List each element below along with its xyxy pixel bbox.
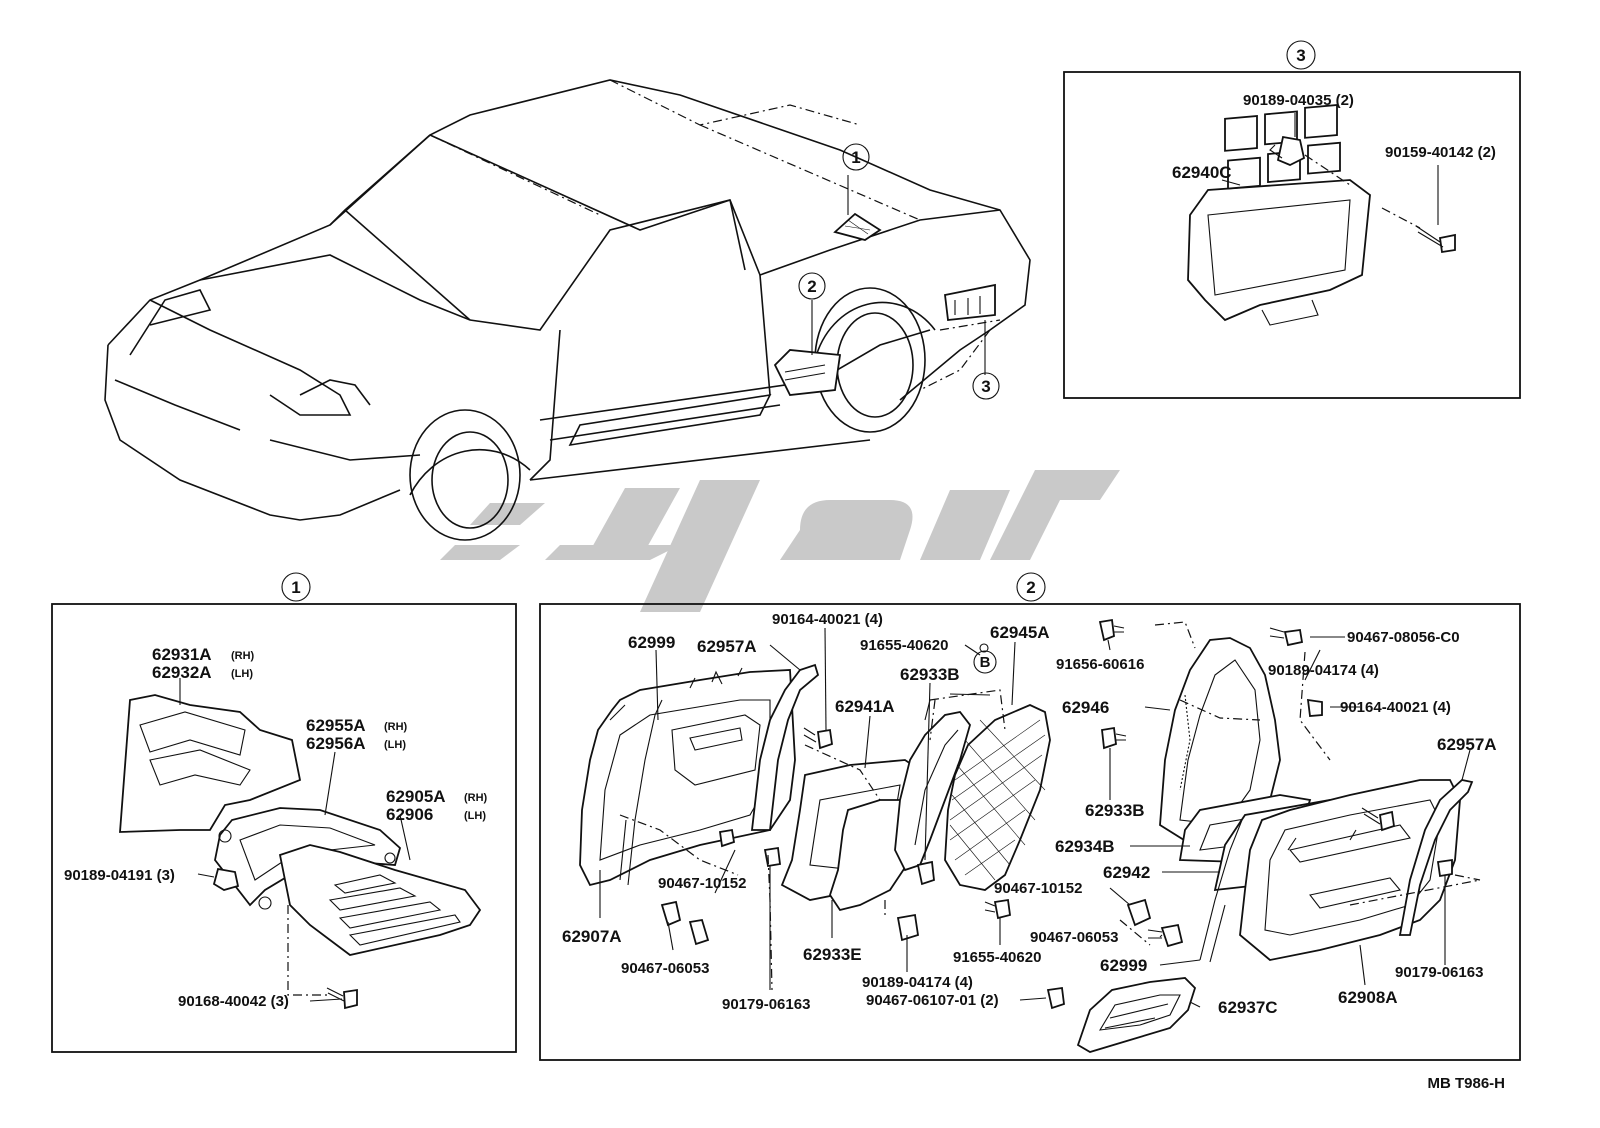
label-62906-lh: (LH) xyxy=(464,810,486,822)
panel-1: 1 xyxy=(51,572,517,1053)
label-90189-04035: 90189-04035 (2) xyxy=(1243,92,1354,109)
label-62932A-lh: (LH) xyxy=(231,668,253,680)
panel-3: 3 xyxy=(1063,40,1521,399)
label-62937C: 62937C xyxy=(1218,998,1278,1017)
label-62908A: 62908A xyxy=(1338,988,1398,1007)
label-90467-10152-right: 90467-10152 xyxy=(994,880,1082,897)
label-62955A: 62955A xyxy=(306,716,366,735)
panel-2: 2 xyxy=(539,572,1521,1061)
label-90467-06053-right: 90467-06053 xyxy=(1030,929,1118,946)
label-62905A: 62905A xyxy=(386,787,446,806)
callout-2-car: 2 xyxy=(807,277,816,296)
label-62957A-right: 62957A xyxy=(1437,735,1497,754)
label-62906: 62906 xyxy=(386,805,433,824)
label-62933E: 62933E xyxy=(803,945,862,964)
label-62942: 62942 xyxy=(1103,863,1150,882)
label-62999-bottom: 62999 xyxy=(1100,956,1147,975)
callout-3-panel: 3 xyxy=(1296,46,1305,65)
label-62931A: 62931A xyxy=(152,645,212,664)
label-62907A: 62907A xyxy=(562,927,622,946)
label-90467-06107-01: 90467-06107-01 (2) xyxy=(866,992,999,1009)
label-62957A-left: 62957A xyxy=(697,637,757,656)
label-62956A: 62956A xyxy=(306,734,366,753)
watermark-logo xyxy=(440,470,1120,612)
callout-1-car: 1 xyxy=(851,148,860,167)
label-90189-04174-bottom: 90189-04174 (4) xyxy=(862,974,973,991)
label-91655-40620-top: 91655-40620 xyxy=(860,637,948,654)
label-62933B-top: 62933B xyxy=(900,665,960,684)
label-62931A-rh: (RH) xyxy=(231,650,255,662)
callout-b: B xyxy=(980,654,991,671)
label-62956A-lh: (LH) xyxy=(384,739,406,751)
label-90179-06163-left: 90179-06163 xyxy=(722,996,810,1013)
car-illustration xyxy=(104,79,1031,541)
callout-3-car: 3 xyxy=(981,377,990,396)
label-90189-04174-right: 90189-04174 (4) xyxy=(1268,662,1379,679)
label-62941A: 62941A xyxy=(835,697,895,716)
label-62933B-right: 62933B xyxy=(1085,801,1145,820)
label-90159-40142: 90159-40142 (2) xyxy=(1385,144,1496,161)
callout-2-panel: 2 xyxy=(1026,578,1035,597)
callout-1-panel: 1 xyxy=(291,578,300,597)
label-91655-40620-bottom: 91655-40620 xyxy=(953,949,1041,966)
label-90168-40042: 90168-40042 (3) xyxy=(178,993,289,1010)
label-62945A: 62945A xyxy=(990,623,1050,642)
label-90164-40021-right: 90164-40021 (4) xyxy=(1340,699,1451,716)
drawing-reference: MB T986-H xyxy=(1427,1075,1505,1092)
label-62934B: 62934B xyxy=(1055,837,1115,856)
label-62999-top: 62999 xyxy=(628,633,675,652)
label-62946: 62946 xyxy=(1062,698,1109,717)
label-90467-10152-left: 90467-10152 xyxy=(658,875,746,892)
label-62932A: 62932A xyxy=(152,663,212,682)
label-90189-04191: 90189-04191 (3) xyxy=(64,867,175,884)
label-62955A-rh: (RH) xyxy=(384,721,408,733)
label-90164-40021-left: 90164-40021 (4) xyxy=(772,611,883,628)
label-90467-08056-C0: 90467-08056-C0 xyxy=(1347,629,1460,646)
label-90179-06163-right: 90179-06163 xyxy=(1395,964,1483,981)
label-90467-06053-left: 90467-06053 xyxy=(621,960,709,977)
label-62905A-rh: (RH) xyxy=(464,792,488,804)
label-91656-60616: 91656-60616 xyxy=(1056,656,1144,673)
label-62940C: 62940C xyxy=(1172,163,1232,182)
